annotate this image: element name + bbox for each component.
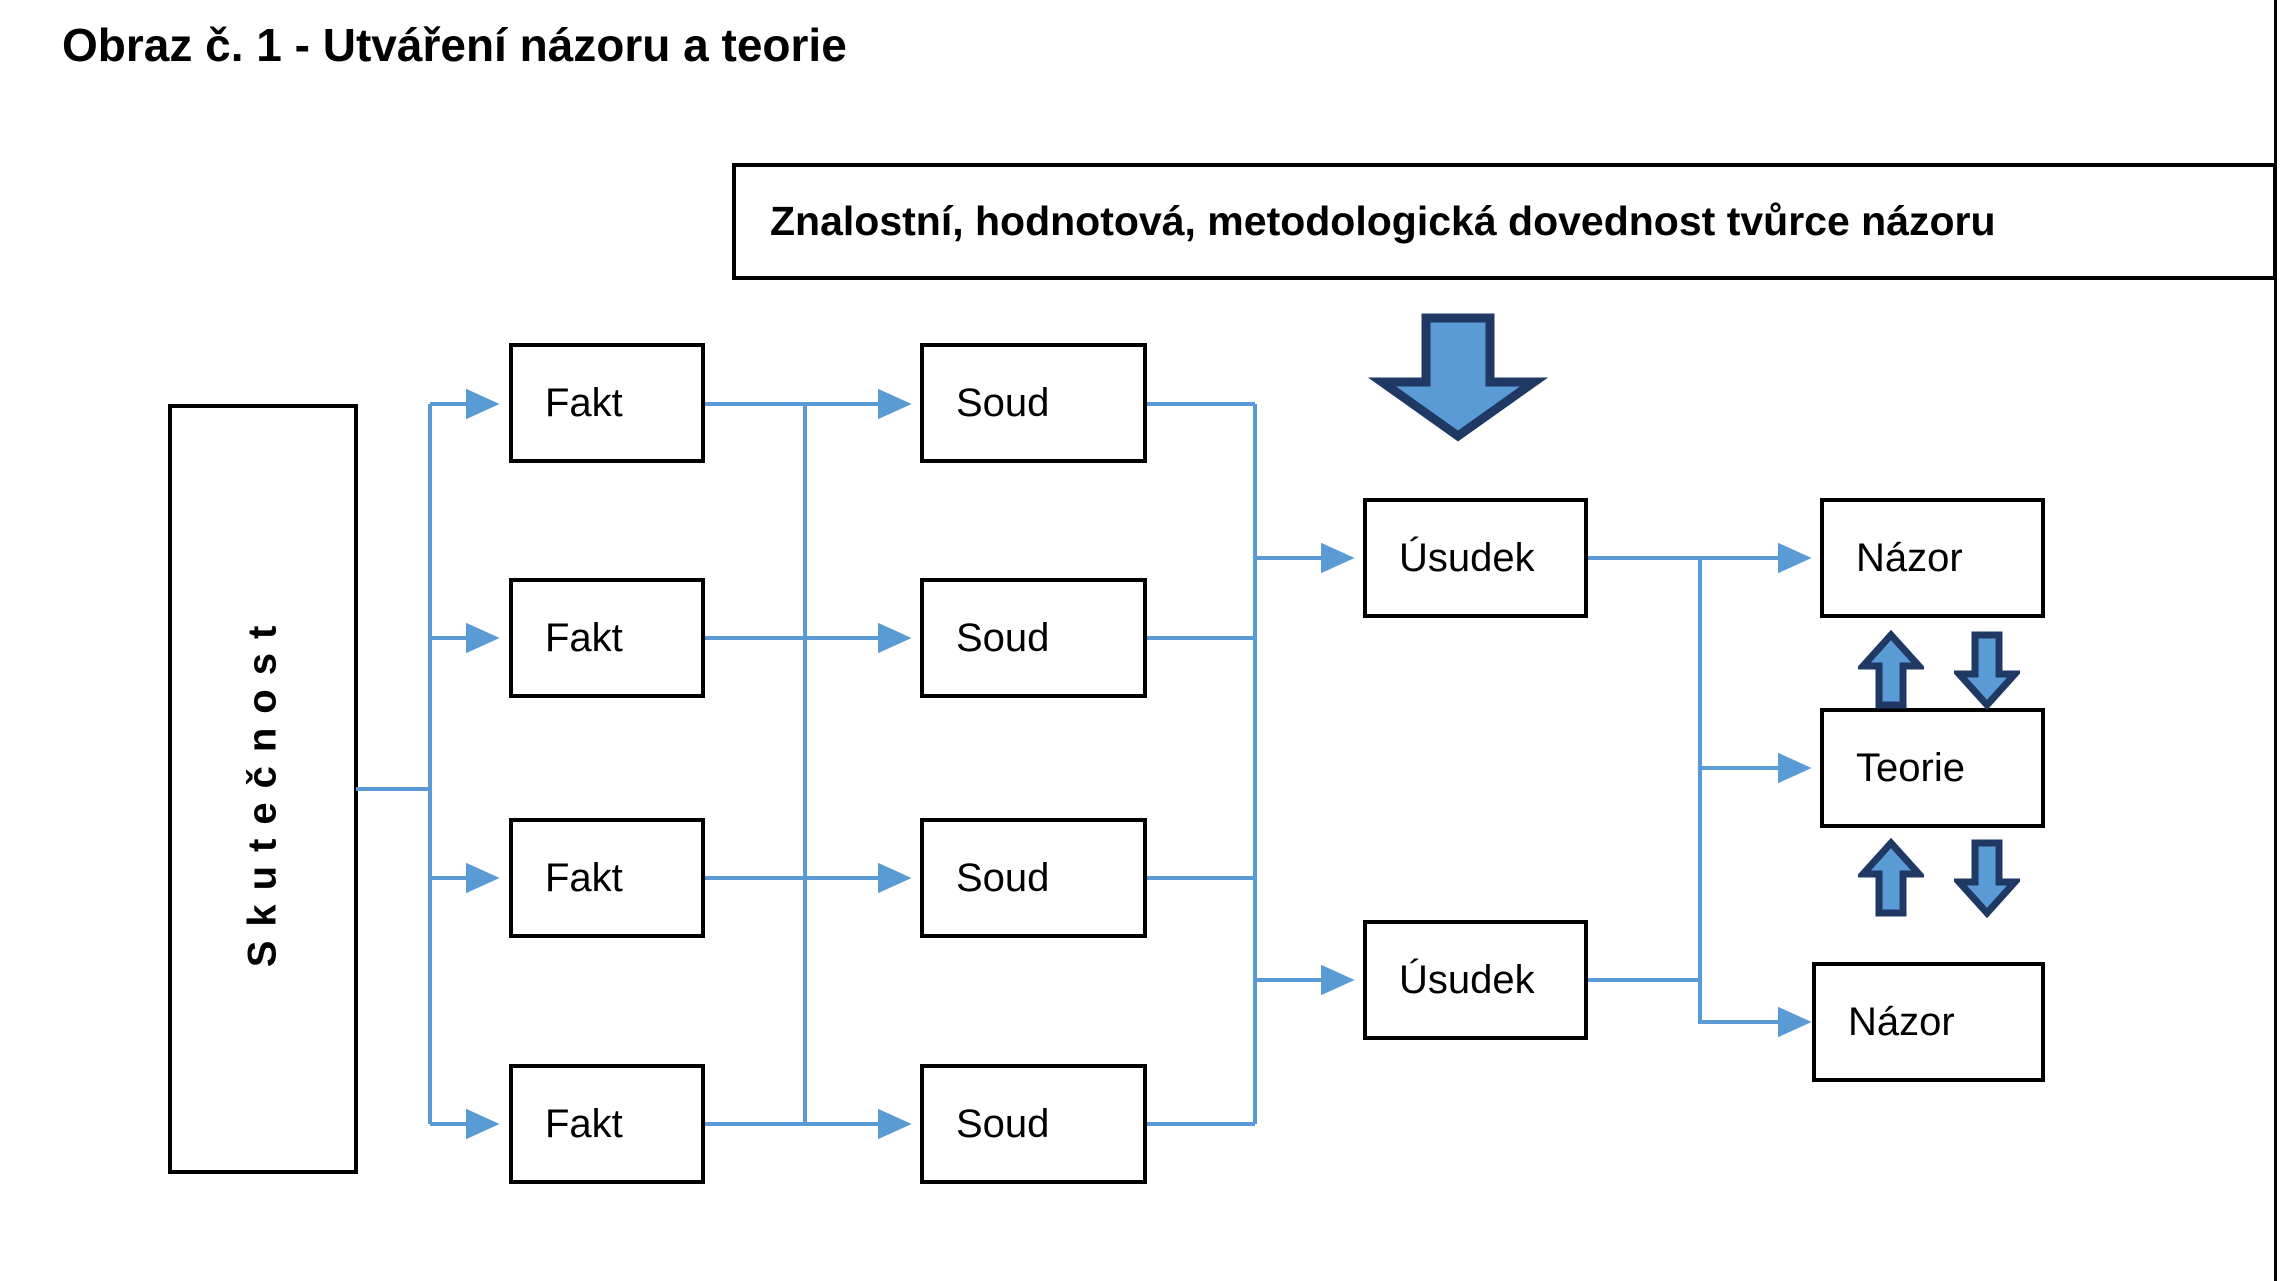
fact-box-1-label: Fakt — [545, 380, 623, 425]
fact-box-3-label: Fakt — [545, 855, 623, 900]
fact-box-2-label: Fakt — [545, 615, 623, 660]
judgement-box-2: Soud — [920, 578, 1147, 698]
judgement-box-3: Soud — [920, 818, 1147, 938]
outcome-box-nazor-bottom: Názor — [1812, 962, 2045, 1082]
inference-box-2: Úsudek — [1363, 920, 1588, 1040]
connector-bus-to-nazor-bottom — [1698, 980, 1812, 1038]
inference-box-1-label: Úsudek — [1399, 535, 1535, 580]
outcome-box-teorie: Teorie — [1820, 708, 2045, 828]
judgement-box-4: Soud — [920, 1064, 1147, 1184]
up-block-arrow-lower — [1858, 838, 1924, 917]
fact-box-3: Fakt — [509, 818, 705, 938]
fact-box-4-label: Fakt — [545, 1101, 623, 1146]
outcome-box-nazor-top: Názor — [1820, 498, 2045, 618]
down-block-arrow-big — [1368, 313, 1548, 442]
judgement-box-1: Soud — [920, 343, 1147, 463]
page-title: Obraz č. 1 - Utváření názoru a teorie — [62, 19, 847, 71]
judgement-box-3-label: Soud — [956, 855, 1050, 900]
outcome-box-teorie-label: Teorie — [1856, 745, 1965, 790]
judgement-box-1-label: Soud — [956, 380, 1050, 425]
fact-box-4: Fakt — [509, 1064, 705, 1184]
outcome-box-nazor-top-label: Názor — [1856, 535, 1963, 580]
reality-box-label: Skutečnost — [240, 611, 285, 967]
inference-box-2-label: Úsudek — [1399, 957, 1535, 1002]
judgement-box-2-label: Soud — [956, 615, 1050, 660]
skills-box: Znalostní, hodnotová, metodologická dove… — [732, 163, 2277, 280]
judgement-box-4-label: Soud — [956, 1101, 1050, 1146]
down-block-arrow-lower — [1954, 839, 2020, 918]
up-block-arrow-upper — [1858, 630, 1924, 709]
skills-box-label: Znalostní, hodnotová, metodologická dove… — [770, 198, 1996, 244]
fact-box-1: Fakt — [509, 343, 705, 463]
page-edge-rule — [2274, 0, 2277, 1281]
inference-box-1: Úsudek — [1363, 498, 1588, 618]
reality-box: Skutečnost — [168, 404, 358, 1174]
down-block-arrow-upper — [1954, 631, 2020, 710]
fact-box-2: Fakt — [509, 578, 705, 698]
outcome-box-nazor-bottom-label: Názor — [1848, 999, 1955, 1044]
